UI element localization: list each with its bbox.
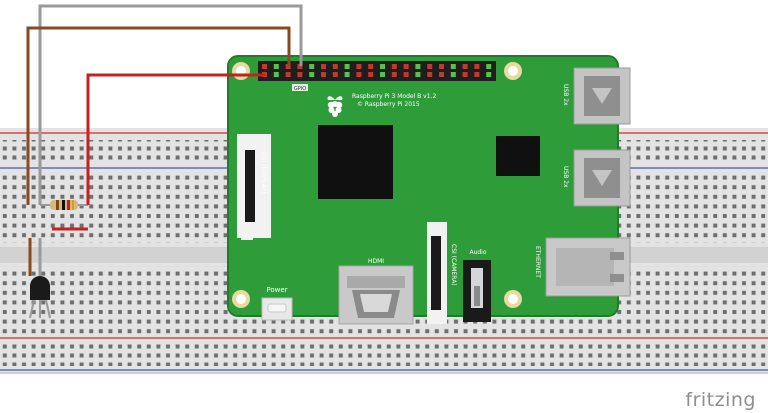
gpio-pin: [273, 64, 279, 69]
gpio-pin: [321, 72, 326, 77]
gpio-pin: [309, 64, 315, 69]
audio-label: Audio: [469, 249, 486, 256]
gpio-pin: [427, 72, 433, 77]
gpio-pin: [297, 72, 303, 77]
gpio-pin: [262, 64, 267, 69]
gpio-pin: [403, 72, 409, 77]
gpio-pin: [380, 64, 385, 69]
hdmi-port: [338, 265, 414, 325]
fritzing-watermark: fritzing: [685, 389, 756, 411]
wire-brown: [26, 26, 291, 205]
soc-chip: [318, 125, 393, 199]
gpio-pin: [321, 64, 326, 69]
usb-port-top: [573, 67, 631, 125]
power-label: Power: [266, 286, 287, 294]
gpio-pin: [297, 64, 303, 69]
temperature-sensor: [29, 276, 51, 319]
gpio-pin: [356, 64, 362, 69]
gpio-pin: [332, 72, 338, 77]
gpio-pin: [450, 64, 456, 69]
gpio-pin: [427, 64, 433, 69]
gpio-pin: [403, 64, 409, 69]
gpio-header: [258, 61, 496, 81]
gpio-pin: [285, 72, 291, 77]
ethernet-label: ETHERNET: [534, 246, 541, 278]
gpio-pin: [486, 64, 492, 69]
gpio-pin: [439, 64, 444, 69]
dsi-connector: [237, 134, 271, 240]
hdmi-label: HDMI: [368, 258, 384, 265]
board-model-label: Raspberry Pi 3 Model B v1.2: [352, 93, 436, 100]
gpio-pin: [391, 72, 397, 77]
board-copyright-label: © Raspberry Pi 2015: [357, 101, 420, 108]
raspberry-logo-icon: [327, 96, 343, 117]
resistor: [40, 200, 88, 210]
csi-label: CSI (CAMERA): [450, 244, 457, 286]
gpio-pin: [344, 72, 350, 77]
power-port: [261, 297, 293, 321]
gpio-pin: [415, 72, 421, 77]
gpio-pin: [273, 72, 279, 77]
wire-gray: [38, 4, 303, 205]
usb-ethernet-chip: [496, 136, 540, 176]
gpio-pin: [332, 64, 338, 69]
usb-bottom-label: USB 2x: [562, 166, 569, 188]
gpio-pin: [439, 72, 444, 77]
usb-port-bottom: [573, 149, 631, 207]
bottom-power-rail: [0, 344, 768, 366]
gpio-pin: [368, 72, 374, 77]
audio-jack: [463, 260, 491, 322]
dsi-label: DSI (DISPLAY): [260, 152, 267, 193]
gpio-pin: [474, 72, 480, 77]
usb-top-label: USB 2x: [562, 84, 569, 106]
csi-connector: [427, 222, 447, 324]
raspberry-pi-board: GPIO Raspberry Pi 3 Model B v1.2 © Raspb…: [227, 55, 631, 325]
wire-red: [86, 73, 265, 205]
gpio-pin: [380, 72, 385, 77]
gpio-pin: [344, 64, 350, 69]
gpio-pin: [486, 72, 492, 77]
gpio-pin: [415, 64, 421, 69]
gpio-pin: [356, 72, 362, 77]
gpio-label: GPIO: [294, 86, 306, 92]
gpio-pin: [368, 64, 374, 69]
gpio-pin: [309, 72, 315, 77]
gpio-pin: [285, 64, 291, 69]
gpio-pin: [462, 64, 468, 69]
gpio-pin: [462, 72, 468, 77]
gpio-pin: [450, 72, 456, 77]
gpio-pin: [474, 64, 480, 69]
ethernet-port: [545, 237, 631, 297]
gpio-pin: [391, 64, 397, 69]
